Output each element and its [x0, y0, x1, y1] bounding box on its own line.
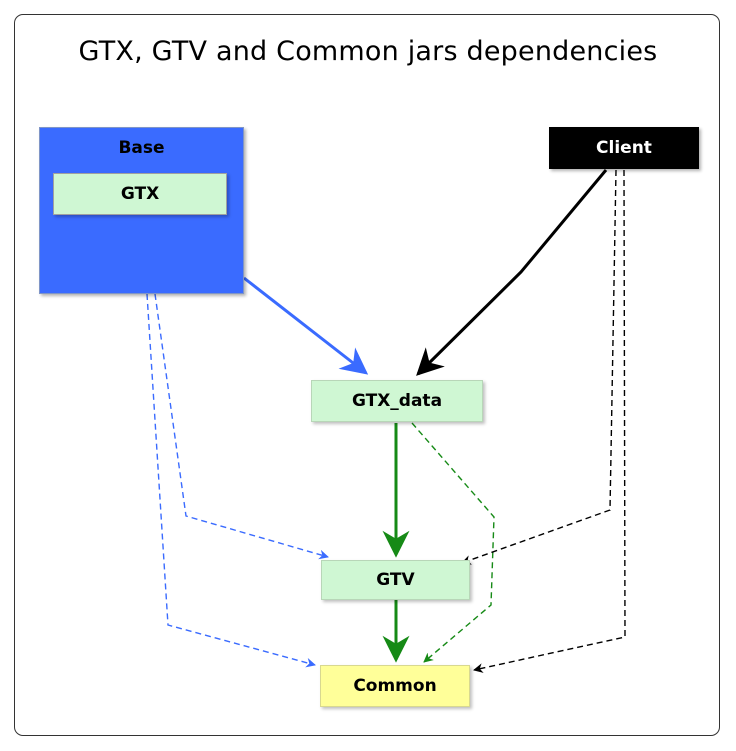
- edge-base-to-gtv: [154, 293, 329, 560]
- edge-gtx-data-to-common: [411, 422, 495, 663]
- node-gtv-label: GTV: [376, 570, 415, 590]
- edge-base-to-common: [146, 293, 316, 668]
- node-base-label: Base: [118, 138, 165, 158]
- node-client-label: Client: [596, 138, 652, 158]
- diagram-title: GTX, GTV and Common jars dependencies: [78, 36, 658, 67]
- edge-base-to-gtx-data: [243, 276, 369, 375]
- edge-client-to-common: [473, 169, 626, 673]
- node-gtx-data-label: GTX_data: [351, 391, 443, 411]
- edge-client-to-gtx-data: [416, 169, 608, 376]
- node-gtx: GTX: [53, 173, 227, 215]
- node-gtv: GTV: [321, 560, 470, 600]
- node-common-label: Common: [353, 676, 437, 696]
- node-common: Common: [320, 665, 470, 707]
- node-client: Client: [549, 127, 699, 169]
- node-gtx-data: GTX_data: [311, 380, 483, 422]
- edge-client-to-gtv: [461, 169, 617, 565]
- node-gtx-label: GTX: [120, 184, 160, 204]
